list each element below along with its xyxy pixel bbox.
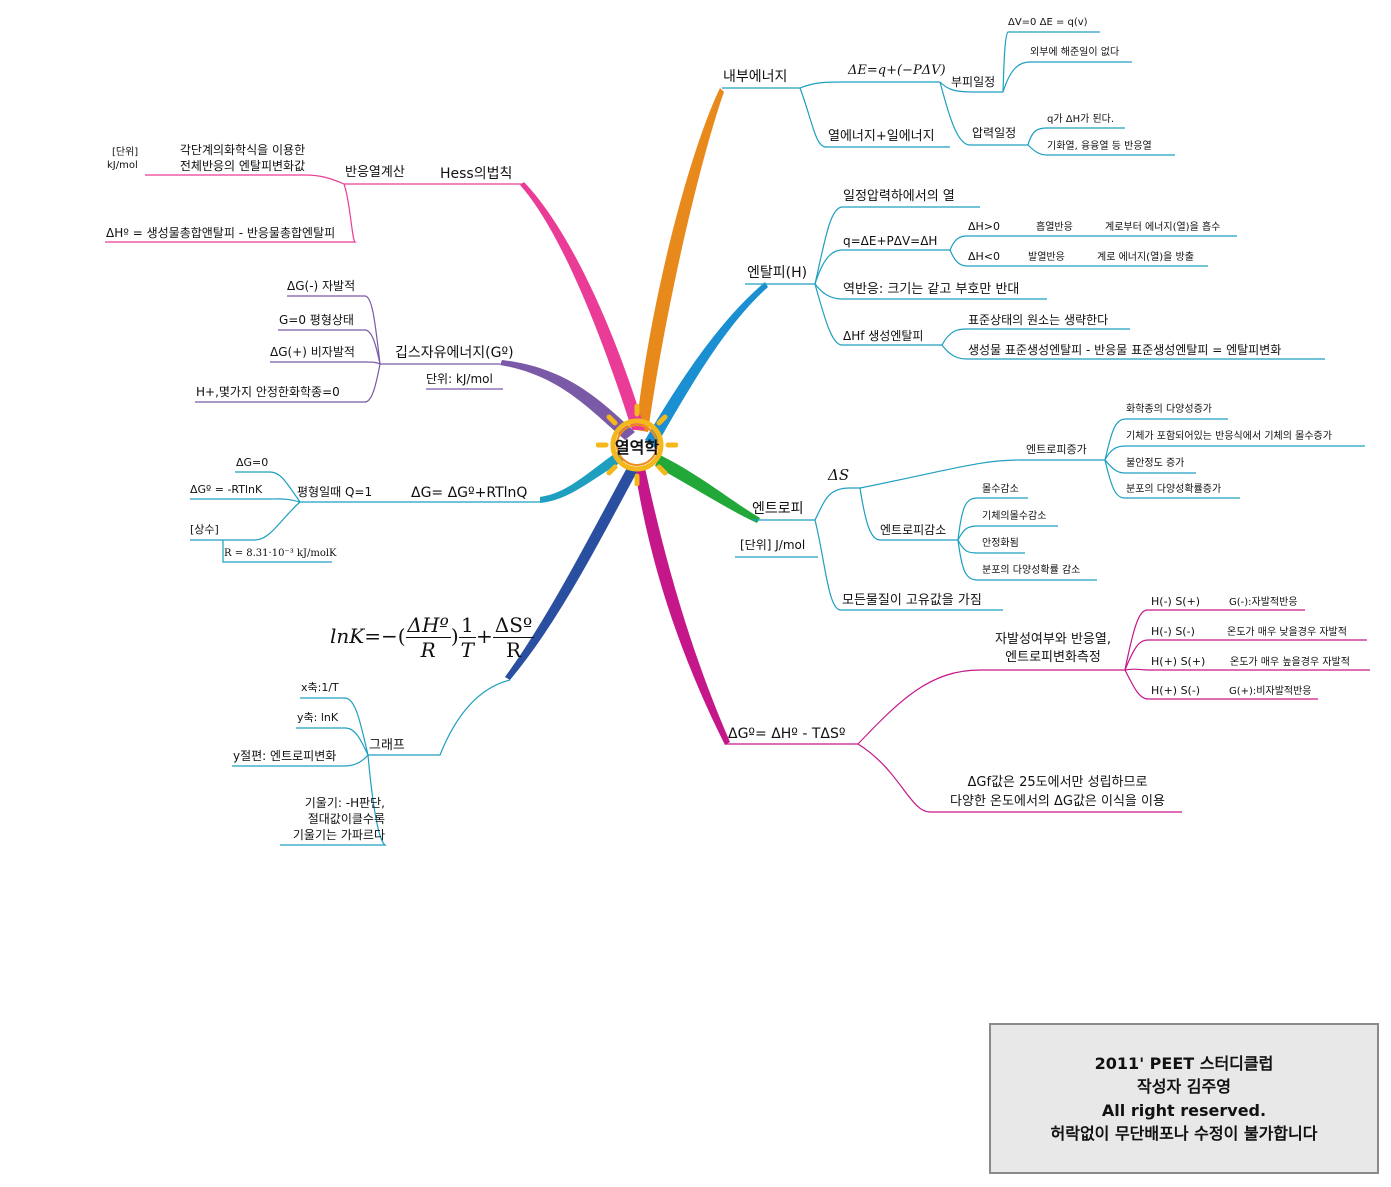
dg-eq-title: ΔG= ΔGº+RTlnQ [411, 485, 528, 501]
gibbs-unit: 단위: kJ/mol [426, 372, 493, 386]
dg-zero: ΔG=0 [236, 456, 269, 469]
gibbs-relation-title: ΔGº= ΔHº - TΔSº [728, 726, 846, 742]
case-3-result: 온도가 매우 높을경우 자발적 [1230, 657, 1350, 668]
entropy-dec-2: 기체의몰수감소 [982, 511, 1047, 522]
gibbs-item-1: ΔG(-) 자발적 [287, 279, 356, 293]
gibbs-item-2: G=0 평형상태 [279, 313, 354, 327]
entropy-dec-1: 몰수감소 [982, 484, 1019, 495]
hess-equation: ΔHº = 생성물총합앤탈피 - 반응물총합엔탈피 [106, 226, 336, 240]
branch-internal-energy [636, 88, 724, 432]
equilibrium-q: 평형일때 Q=1 [297, 485, 373, 499]
graph-y-axis: y축: lnK [297, 711, 339, 724]
hess-title: Hess의법칙 [440, 166, 513, 182]
constant-label: [상수] [190, 523, 219, 536]
formation-enthalpy-1: 표준상태의 원소는 생략한다 [968, 313, 1109, 327]
entropy-inc-1: 화학종의 다양성증가 [1126, 404, 1212, 415]
graph-slope-2: 절대값이클수록 [307, 812, 385, 826]
hess-desc-2: 전체반응의 엔탈피변화값 [179, 159, 306, 173]
entropy-symbol: ΔS [828, 466, 850, 484]
constant-volume: 부피일정 [951, 75, 996, 89]
graph-slope-1: 기울기: -H판단, [304, 796, 385, 810]
constant-pressure-2: 기화열, 융융열 등 반응열 [1047, 141, 1152, 152]
entropy-absolute: 모든물질이 고유값을 가짐 [842, 593, 982, 608]
dh-negative: ΔH<0 [968, 250, 1001, 263]
case-3: H(+) S(+) [1151, 655, 1206, 668]
formation-enthalpy: ΔHf 생성엔탈피 [843, 329, 924, 343]
hess-unit-1: [단위] [112, 147, 139, 158]
entropy-unit: [단위] J/mol [740, 538, 806, 552]
gibbs-note-2: 다양한 온도에서의 ΔG값은 이식을 이용 [950, 794, 1165, 809]
endothermic: 흡열반응 [1036, 222, 1073, 233]
constant-pressure-1: q가 ΔH가 된다. [1047, 114, 1115, 125]
constant-pressure: 압력일정 [972, 126, 1017, 140]
constant-volume-2: 외부에 해준일이 없다 [1030, 47, 1120, 58]
center-topic: 열역학 [614, 438, 660, 457]
graph-x-axis: x축:1/T [301, 681, 339, 694]
branch-enthalpy [645, 282, 768, 448]
spontaneity-1: 자발성여부와 반응열, [995, 632, 1111, 647]
credit-line-4: 허락없이 무단배포나 수정이 불가합니다 [1050, 1123, 1318, 1143]
gibbs-note-1: ΔGf값은 25도에서만 성립하므로 [967, 775, 1148, 790]
exothermic: 발열반응 [1028, 252, 1065, 263]
credit-line-2: 작성자 김주영 [1137, 1077, 1231, 1097]
case-2: H(-) S(-) [1151, 625, 1195, 638]
internal-energy-formula: ΔE=q+(−PΔV) [848, 63, 946, 78]
reverse-reaction: 역반응: 크기는 같고 부호만 반대 [843, 282, 1020, 297]
entropy-dec-3: 안정화됨 [982, 538, 1019, 549]
branch-gibbs-relation [635, 468, 730, 745]
case-4-result: G(+):비자발적반응 [1229, 686, 1312, 697]
graph-label: 그래프 [369, 738, 405, 753]
gibbs-item-4: H+,몇가지 안정한화학종=0 [196, 385, 340, 399]
enthalpy-title: 엔탈피(H) [747, 265, 808, 281]
gibbs-item-3: ΔG(+) 비자발적 [270, 345, 355, 359]
spontaneity-2: 엔트로피변화측정 [1005, 650, 1101, 665]
gibbs-title: 깁스자유에너지(Gº) [395, 345, 514, 361]
case-4: H(+) S(-) [1151, 684, 1201, 697]
case-1: H(-) S(+) [1151, 595, 1201, 608]
gas-constant: R = 8.31·10⁻³ kJ/molK [224, 548, 337, 559]
entropy-decrease: 엔트로피감소 [880, 523, 947, 537]
graph-y-intercept: y절편: 엔트로피변화 [233, 749, 337, 763]
case-2-result: 온도가 매우 낮을경우 자발적 [1227, 627, 1347, 638]
entropy-increase: 엔트로피증가 [1026, 443, 1087, 456]
dg-standard: ΔGº = -RTlnK [190, 483, 263, 496]
endothermic-desc: 계로부터 에너지(열)을 흡수 [1105, 222, 1221, 233]
case-1-result: G(-):자발적반응 [1229, 597, 1298, 608]
exothermic-desc: 계로 에너지(열)을 방출 [1097, 252, 1194, 263]
center-sun-icon [596, 404, 678, 486]
hess-desc-1: 각단계의화학식을 이용한 [179, 143, 306, 157]
branch-entropy [655, 455, 760, 523]
entropy-title: 엔트로피 [752, 501, 804, 517]
credit-line-1: 2011' PEET 스터디클럽 [1094, 1054, 1274, 1074]
dh-positive: ΔH>0 [968, 220, 1001, 233]
branch-dg-eq [540, 452, 625, 503]
formation-enthalpy-2: 생성물 표준생성엔탈피 - 반응물 표준생성엔탈피 = 엔탈피변화 [968, 343, 1282, 357]
graph-slope-3: 기울기는 가파르다 [292, 828, 385, 842]
enthalpy-item-1: 일정압력하에서의 열 [843, 189, 955, 204]
entropy-dec-4: 분포의 다양성확률 감소 [982, 565, 1081, 576]
credit-box: 2011' PEET 스터디클럽 작성자 김주영 All right reser… [989, 1023, 1379, 1174]
reaction-heat-calc: 반응열계산 [345, 165, 405, 180]
credit-line-3: All right reserved. [1101, 1100, 1267, 1120]
hess-unit-2: kJ/mol [107, 160, 138, 171]
constant-volume-1: ΔV=0 ΔE = q(v) [1008, 17, 1088, 28]
internal-energy-title: 내부에너지 [723, 69, 788, 85]
branch-vant-hoff [505, 466, 638, 680]
heat-work-energy: 열에너지+일에너지 [828, 129, 935, 144]
entropy-inc-2: 기체가 포함되어있는 반응식에서 기체의 몰수증가 [1126, 431, 1332, 442]
enthalpy-item-2: q=ΔE+PΔV=ΔH [843, 234, 938, 248]
entropy-inc-3: 불안정도 증가 [1126, 458, 1185, 469]
branch-hess [520, 182, 645, 430]
entropy-inc-4: 분포의 다양성확률증가 [1126, 484, 1222, 495]
